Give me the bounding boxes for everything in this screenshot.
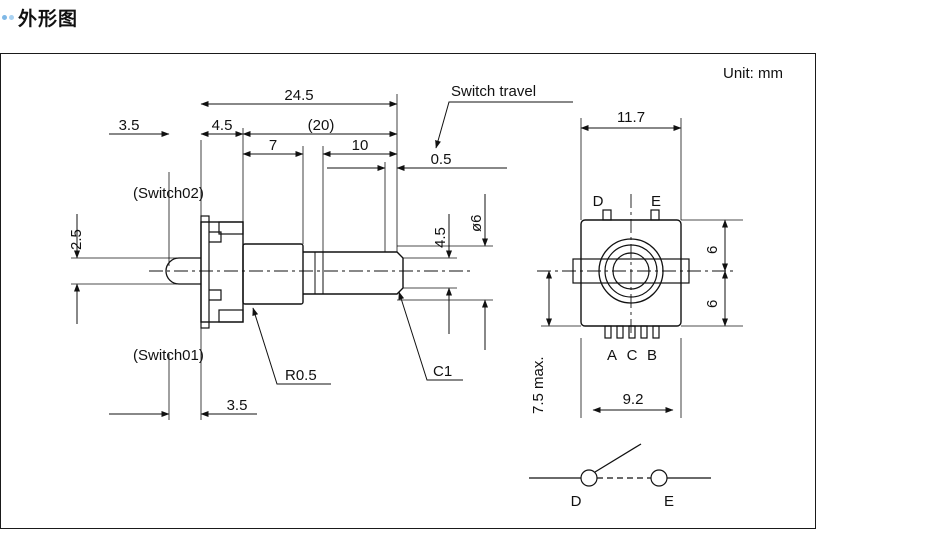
bullet-icon xyxy=(2,13,16,21)
terminal-lower xyxy=(209,289,222,301)
front-bracket xyxy=(572,258,690,284)
side-view xyxy=(71,94,573,420)
housing-bottom-tab xyxy=(218,309,244,323)
dim-7-5max: 7.5 max. xyxy=(530,356,547,414)
schematic-label-d: D xyxy=(571,493,582,510)
switch-lever xyxy=(594,443,642,473)
dim-2-5: 2.5 xyxy=(68,229,85,250)
schematic-label-e: E xyxy=(664,493,674,510)
dim-6-bottom: 6 xyxy=(704,300,721,308)
section-title: 外形图 xyxy=(18,7,79,30)
switch-travel-label: Switch travel xyxy=(451,83,536,100)
dim-9-2: 9.2 xyxy=(623,391,644,408)
pin-label-d: D xyxy=(593,193,604,210)
outline-drawing: Unit: mm xyxy=(0,53,816,529)
dim-c1: C1 xyxy=(433,363,452,380)
dim-4-5-top: 4.5 xyxy=(212,117,233,134)
switch02-label: (Switch02) xyxy=(133,185,204,202)
dim-3-5-bottom: 3.5 xyxy=(227,397,248,414)
switch01-label: (Switch01) xyxy=(133,347,204,364)
outline-drawing-svg: Unit: mm xyxy=(68,65,783,510)
front-shaft xyxy=(612,252,650,290)
front-view xyxy=(537,118,743,418)
pin-label-c: C xyxy=(627,347,638,364)
pin-label-b: B xyxy=(647,347,657,364)
housing-body xyxy=(200,221,244,323)
dim-11-7: 11.7 xyxy=(617,109,645,126)
section-header: 外形图 xyxy=(2,4,78,30)
dim-0-5: 0.5 xyxy=(431,151,452,168)
dim-r0-5: R0.5 xyxy=(285,367,317,384)
dim-3-5-top: 3.5 xyxy=(119,117,140,134)
front-outer-ring xyxy=(598,238,664,304)
dim-20: (20) xyxy=(308,117,335,134)
dim-7: 7 xyxy=(269,137,277,154)
dim-4-5-side: 4.5 xyxy=(432,227,449,248)
dim-phi6: ø6 xyxy=(468,214,485,232)
switch-schematic xyxy=(529,443,711,487)
terminal-upper xyxy=(209,231,222,243)
housing-flange xyxy=(200,215,210,329)
shaft xyxy=(303,251,404,295)
dim-24-5: 24.5 xyxy=(284,87,313,104)
dim-6-top: 6 xyxy=(704,246,721,254)
pin-label-e: E xyxy=(651,193,661,210)
bushing xyxy=(242,243,304,305)
housing-top-tab xyxy=(218,221,244,235)
unit-label: Unit: mm xyxy=(723,65,783,82)
dim-10: 10 xyxy=(352,137,369,154)
pin-label-a: A xyxy=(607,347,617,364)
